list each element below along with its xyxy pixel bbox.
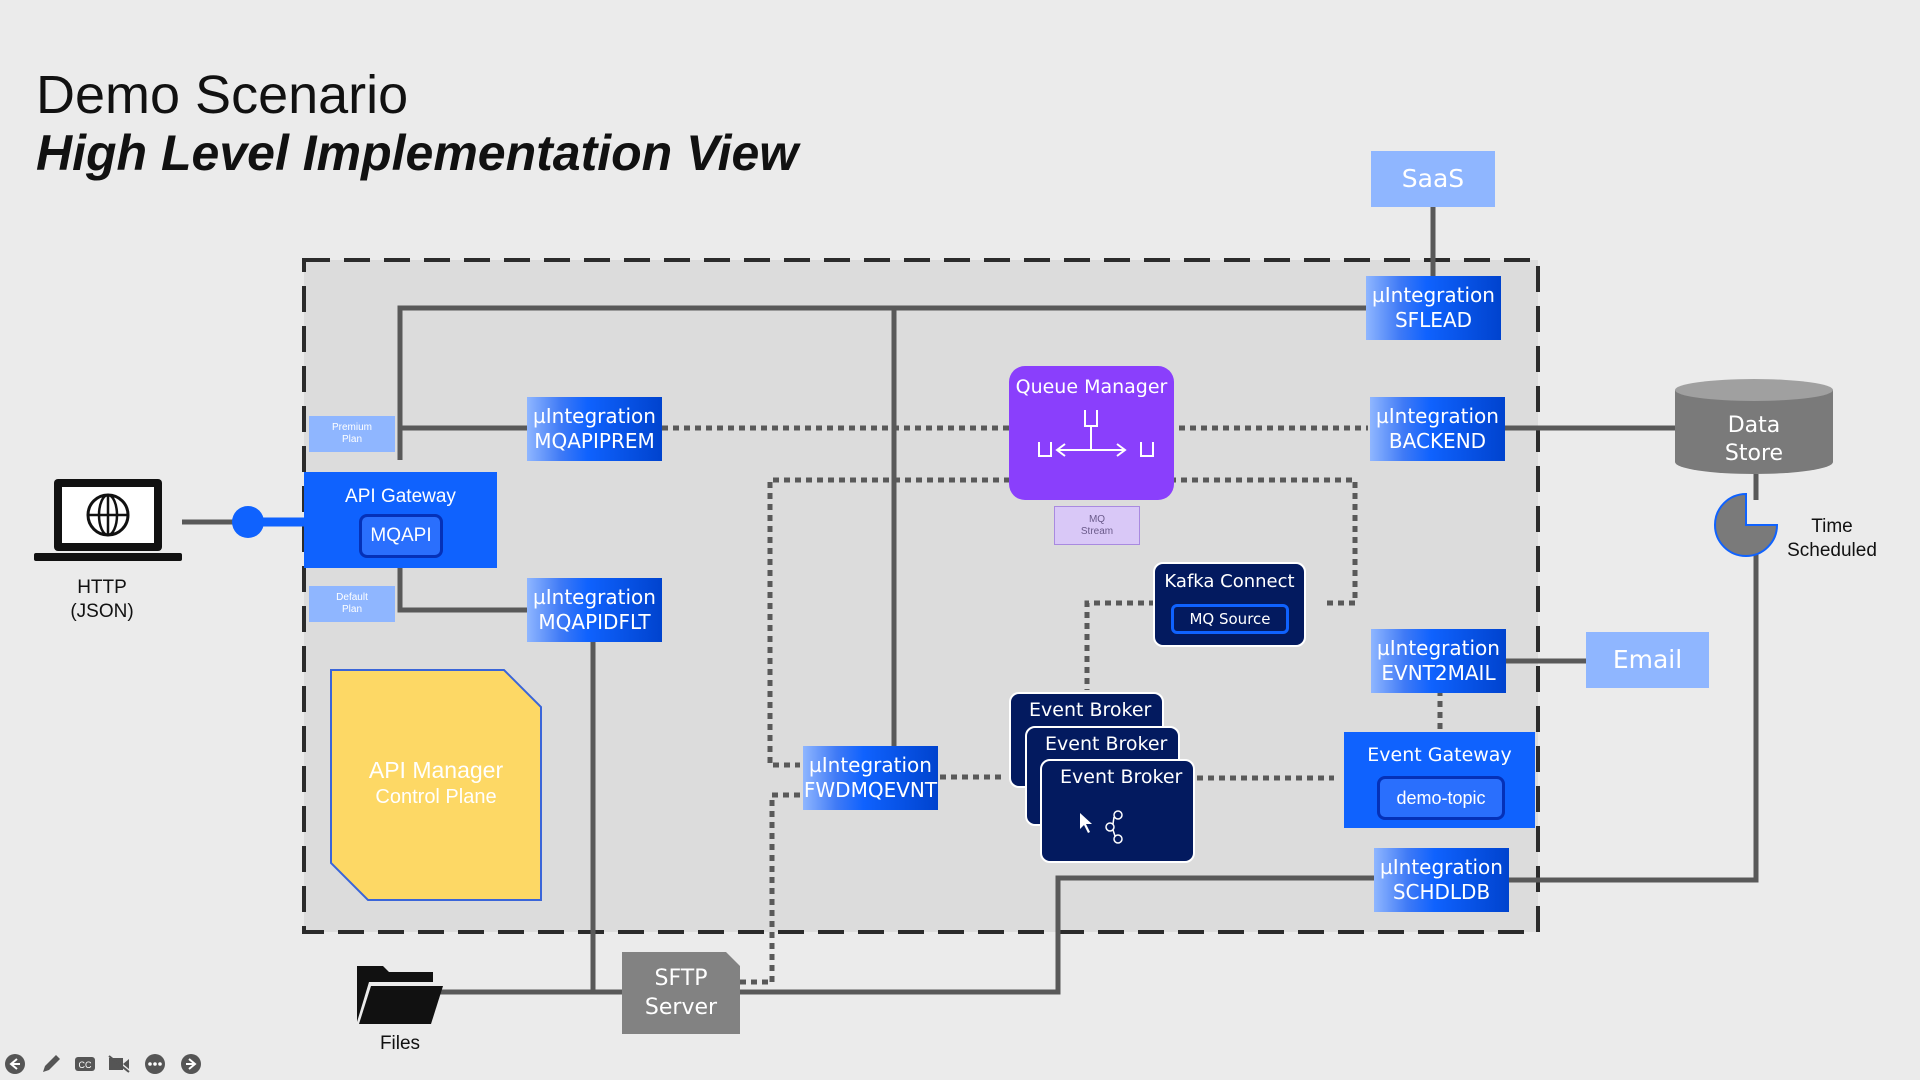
laptop-client [34,477,182,567]
dotted-qm-fwdmqevnt [767,477,1010,768]
files[interactable] [355,960,445,1026]
database-icon [1675,379,1833,474]
title-line-2: High Level Implementation View [36,125,799,181]
files-label: Files [379,1033,421,1054]
saas-box[interactable]: SaaS [1371,151,1495,207]
more-icon[interactable] [144,1053,166,1075]
broker-share-icon [1080,810,1123,844]
line-gateway-sflead [397,305,1368,460]
api-gateway-title: API Gateway [345,486,456,507]
laptop-icon [34,479,182,561]
dotted-qm-kafka [1170,477,1358,606]
queue-manager[interactable]: Queue Manager [1009,366,1174,500]
http-endpoint-dot [232,506,264,538]
demo-topic-chip[interactable]: demo-topic [1377,776,1505,820]
event-broker-3[interactable]: Event Broker [1040,759,1195,863]
api-manager[interactable]: API Manager Control Plane [330,669,542,901]
event-gateway[interactable]: Event Gateway demo-topic [1344,732,1535,828]
queue-split-icon [1038,410,1154,457]
dotted-kafka-broker [1084,600,1155,690]
api-manager-shape [330,669,542,901]
http-label: HTTP (JSON) [70,577,134,622]
cc-icon[interactable]: CC [74,1053,96,1075]
api-gateway[interactable]: API Gateway MQAPI [304,472,497,568]
kafka-connect-title: Kafka Connect [1164,571,1295,592]
mqapi-chip[interactable]: MQAPI [359,514,443,558]
mq-source-chip[interactable]: MQ Source [1171,604,1289,634]
svg-text:CC: CC [79,1060,92,1070]
email-box[interactable]: Email [1586,632,1709,688]
title-line-1: Demo Scenario [36,65,409,125]
back-icon[interactable] [4,1053,26,1075]
line-schdldb-timer [1507,548,1759,883]
timer-pie-icon [1714,492,1779,557]
kafka-connect[interactable]: Kafka Connect MQ Source [1153,562,1306,647]
video-icon[interactable] [108,1053,130,1075]
line-default [397,560,530,613]
forward-icon[interactable] [180,1053,202,1075]
folder-icon [357,966,443,1024]
line-sftp-schdldb [740,875,1378,995]
pen-icon[interactable] [40,1053,62,1075]
event-gateway-title: Event Gateway [1367,744,1512,766]
dotted-fwdmqevnt-sftp [769,792,800,982]
timer[interactable] [1713,492,1783,557]
queue-manager-title: Queue Manager [1015,376,1168,398]
